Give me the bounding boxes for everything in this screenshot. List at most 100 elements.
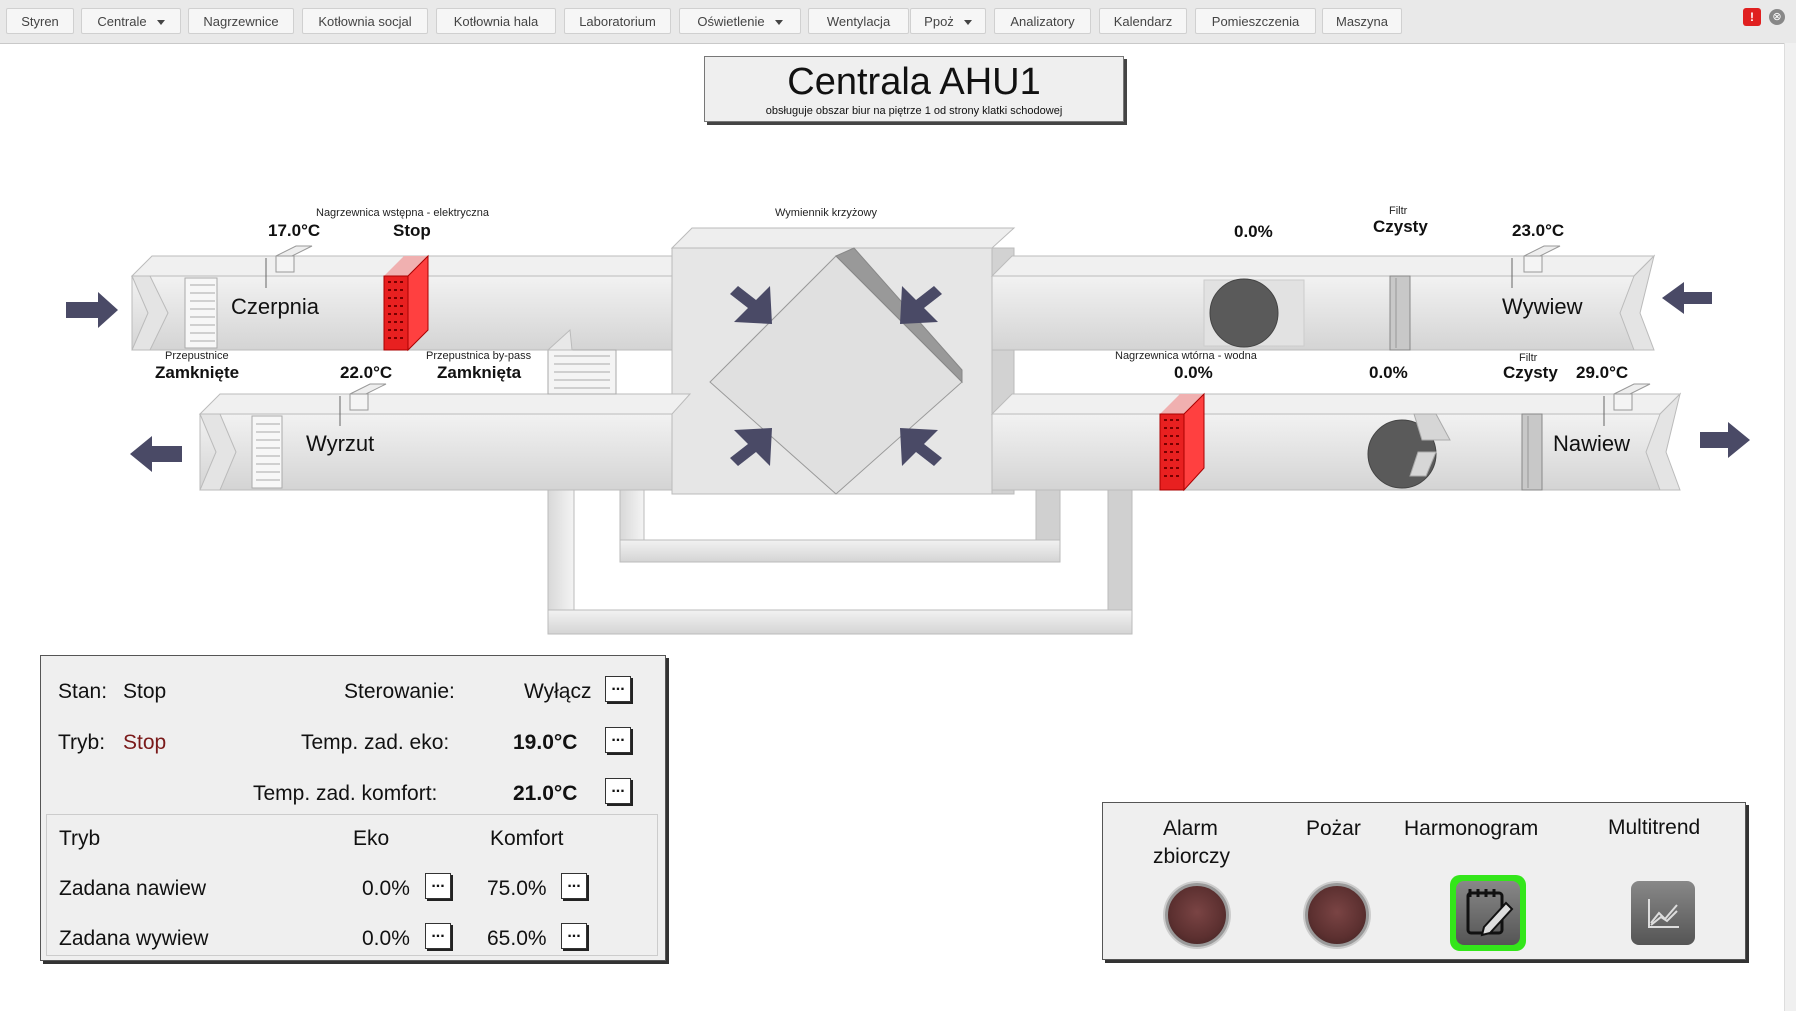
secondary-heater-percent: 0.0%: [1174, 363, 1213, 382]
nav-label: Maszyna: [1335, 14, 1389, 29]
nav-analizatory[interactable]: Analizatory: [994, 8, 1091, 34]
comfort-setpoint-label: Temp. zad. komfort:: [253, 782, 438, 805]
mode-value: Stop: [123, 731, 167, 754]
extract-setpoint-label: Zadana wywiew: [59, 927, 209, 950]
vertical-scrollbar[interactable]: [1784, 43, 1796, 1011]
arrow-icon: [900, 286, 942, 324]
schedule-button[interactable]: [1456, 881, 1520, 945]
extract-comfort-edit-button[interactable]: ...: [561, 923, 587, 949]
bypass-duct-inner: [619, 485, 1061, 563]
extract-temp-sensor: [1511, 245, 1561, 288]
nav-kotlownia-socjal[interactable]: Kotłownia socjal: [302, 8, 428, 34]
schedule-button-highlight[interactable]: [1450, 875, 1526, 951]
exchanger-flow-arrows: [730, 286, 942, 466]
exhaust-label: Wyrzut: [306, 431, 375, 456]
exhaust-temp-sensor: [339, 383, 387, 426]
nav-label: Wentylacja: [826, 14, 891, 29]
nav-label: Kalendarz: [1113, 14, 1173, 29]
supply-setpoint-eco: 0.0%: [362, 877, 410, 900]
supply-filter: [1521, 413, 1543, 491]
trend-chart-icon: [1648, 899, 1679, 928]
supply-temp-value: 29.0°C: [1576, 363, 1629, 382]
extract-fan-percent: 0.0%: [1234, 222, 1273, 241]
supply-filter-title: Filtr: [1519, 352, 1538, 364]
intake-damper: [184, 277, 218, 349]
nav-label: Kotłownia socjal: [318, 14, 412, 29]
extract-filter: [1389, 275, 1411, 351]
page-subtitle: obsługuje obszar biur na piętrze 1 od st…: [765, 105, 1063, 117]
exhaust-duct: [198, 328, 692, 491]
nav-kotlownia-hala[interactable]: Kotłownia hala: [436, 8, 556, 34]
nav-label: Ppoż: [924, 14, 954, 29]
preheater-title: Nagrzewnica wstępna - elektryczna: [316, 207, 490, 219]
eco-setpoint-label: Temp. zad. eko:: [301, 731, 450, 754]
alarm-label-line2: zbiorczy: [1153, 845, 1231, 868]
nav-wentylacja[interactable]: Wentylacja: [808, 8, 909, 34]
supply-temp-sensor: [1603, 383, 1651, 426]
nav-label: Analizatory: [1010, 14, 1075, 29]
nav-laboratorium[interactable]: Laboratorium: [564, 8, 671, 34]
nav-centrale[interactable]: Centrale: [81, 8, 181, 34]
cross-exchanger-housing: [670, 227, 1016, 495]
preheater-electric: [383, 254, 429, 352]
nav-label: Laboratorium: [579, 14, 656, 29]
extract-setpoint-eco: 0.0%: [362, 927, 410, 950]
chevron-down-icon: [963, 20, 972, 26]
extract-eco-edit-button[interactable]: ...: [425, 923, 451, 949]
eco-setpoint-edit-button[interactable]: ...: [605, 727, 631, 753]
fire-label: Pożar: [1306, 817, 1361, 840]
supply-comfort-edit-button[interactable]: ...: [561, 873, 587, 899]
comfort-setpoint-value: 21.0°C: [513, 782, 578, 805]
extract-fan: [1203, 278, 1305, 348]
status-tools-panel: Alarm zbiorczy Pożar Harmonogram Multitr…: [1102, 802, 1746, 960]
supply-setpoint-comfort: 75.0%: [487, 877, 547, 900]
exchanger-title: Wymiennik krzyżowy: [775, 207, 877, 219]
close-icon[interactable]: ⊗: [1769, 9, 1785, 25]
nav-ppoz[interactable]: Ppoż: [910, 8, 986, 34]
supply-fan-percent: 0.0%: [1369, 363, 1408, 382]
secondary-heater-title: Nagrzewnica wtórna - wodna: [1115, 350, 1257, 362]
nav-styren[interactable]: Styren: [6, 8, 74, 34]
chevron-down-icon: [156, 20, 165, 26]
nav-kalendarz[interactable]: Kalendarz: [1099, 8, 1187, 34]
supply-duct: [990, 383, 1682, 492]
supply-label: Nawiew: [1553, 431, 1631, 456]
extract-setpoint-comfort: 65.0%: [487, 927, 547, 950]
secondary-heater-water: [1159, 392, 1205, 492]
table-header-mode: Tryb: [59, 827, 101, 850]
extract-temp-value: 23.0°C: [1512, 221, 1565, 240]
control-mode-edit-button[interactable]: ...: [605, 676, 631, 702]
nav-label: Oświetlenie: [697, 14, 765, 29]
nav-nagrzewnice[interactable]: Nagrzewnice: [188, 8, 294, 34]
comfort-setpoint-edit-button[interactable]: ...: [605, 778, 631, 804]
bypass-damper: [546, 328, 617, 395]
extract-filter-status: Czysty: [1373, 217, 1428, 236]
nav-label: Centrale: [97, 14, 147, 29]
arrow-right-icon: [66, 292, 118, 328]
nav-oswietlenie[interactable]: Oświetlenie: [679, 8, 801, 34]
intake-label: Czerpnia: [231, 294, 320, 319]
bypass-title: Przepustnica by-pass: [426, 350, 532, 362]
state-label: Stan:: [58, 680, 108, 703]
arrow-left-icon: [1662, 282, 1712, 314]
alarm-warning-icon[interactable]: !: [1743, 8, 1761, 26]
arrow-icon: [730, 286, 772, 324]
intake-duct: [130, 245, 692, 352]
multitrend-button[interactable]: [1631, 881, 1695, 945]
control-mode-value: Wyłącz: [524, 680, 592, 703]
exhaust-temp-value: 22.0°C: [340, 363, 393, 382]
nav-pomieszczenia[interactable]: Pomieszczenia: [1195, 8, 1316, 34]
fire-indicator-lamp: [1305, 883, 1369, 947]
page-title: Centrala AHU1: [787, 61, 1041, 103]
nav-label: Pomieszczenia: [1211, 14, 1300, 29]
supply-eco-edit-button[interactable]: ...: [425, 873, 451, 899]
nav-maszyna[interactable]: Maszyna: [1322, 8, 1402, 34]
unit-title-box: Centrala AHU1 obsługuje obszar biur na p…: [704, 56, 1124, 122]
nav-label: Kotłownia hala: [453, 14, 539, 29]
intake-temp-sensor: [265, 245, 313, 288]
arrow-right-icon: [1700, 422, 1750, 458]
control-panel: Stan: Stop Sterowanie: Wyłącz ... Tryb: …: [40, 655, 666, 961]
intake-temp-value: 17.0°C: [268, 221, 321, 240]
table-header-eco: Eko: [353, 827, 390, 850]
supply-setpoint-label: Zadana nawiew: [59, 877, 207, 900]
